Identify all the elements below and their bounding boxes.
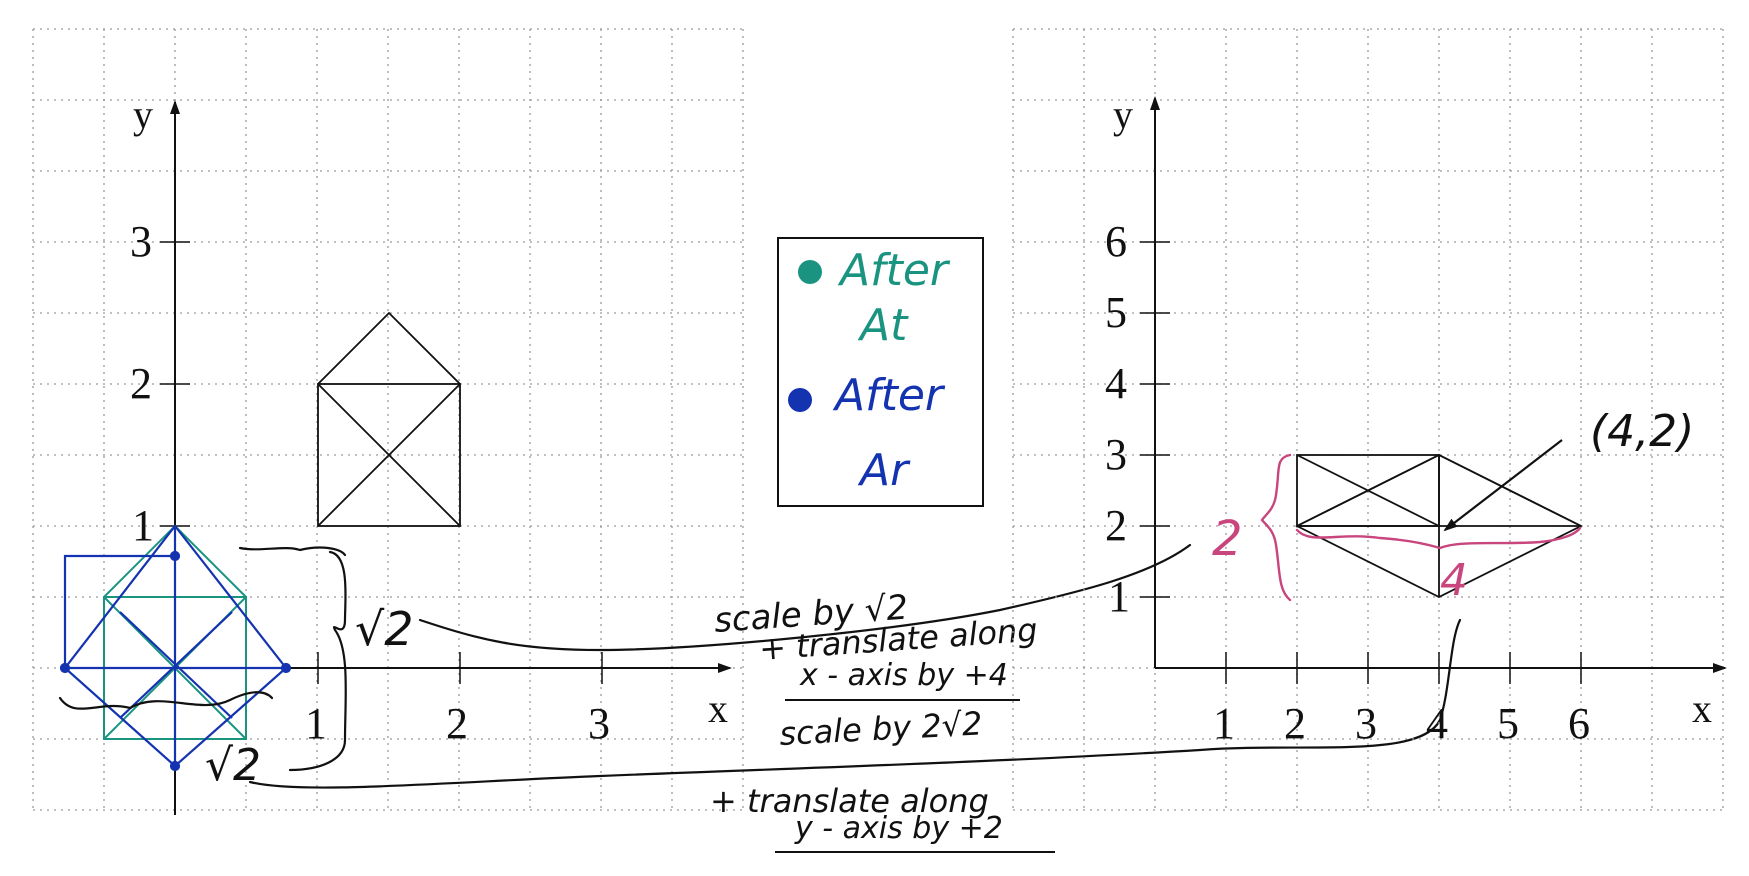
right-y-tick-6: 6 <box>1105 217 1127 266</box>
right-y-tick-2: 2 <box>1105 501 1127 550</box>
left-brace-annotations <box>58 543 1462 789</box>
point-label: (4,2) <box>1590 406 1694 457</box>
note-upper-translate-2: x - axis by +4 <box>799 658 1008 693</box>
height-label: 2 <box>1212 511 1243 567</box>
blue-rotated-shape <box>59 524 292 772</box>
sqrt2-lower-label: √2 <box>205 740 261 791</box>
right-axis-ticks <box>1140 241 1582 684</box>
legend-item2-line1: After <box>832 370 946 421</box>
note-lower-translate-2: y - axis by +2 <box>794 811 1003 846</box>
left-graph: y x 1 2 3 1 2 3 <box>32 28 1462 815</box>
left-grid <box>32 28 744 811</box>
note-lower-translate-1: + translate along <box>710 782 989 820</box>
legend-box: After At After Ar <box>777 237 984 507</box>
final-transformed-shape <box>1294 453 1584 599</box>
original-house-shape <box>317 311 461 527</box>
left-x-tick-2: 2 <box>446 699 468 748</box>
legend-item1-line2: At <box>857 300 909 351</box>
right-y-tick-5: 5 <box>1105 288 1127 337</box>
legend-item2-line2: Ar <box>857 445 911 496</box>
right-y-tick-3: 3 <box>1105 430 1127 479</box>
left-y-tick-2: 2 <box>130 359 152 408</box>
legend-teal-dot <box>798 260 822 284</box>
left-x-tick-3: 3 <box>588 699 610 748</box>
left-y-tick-3: 3 <box>130 217 152 266</box>
sqrt2-upper-label: √2 <box>355 602 414 656</box>
right-x-tick-6: 6 <box>1568 699 1590 748</box>
left-x-tick-1: 1 <box>305 699 327 748</box>
width-label: 4 <box>1440 555 1468 606</box>
right-x-tick-5: 5 <box>1497 699 1519 748</box>
transformation-notes: scale by √2 + translate along x - axis b… <box>710 588 1055 853</box>
right-x-tick-3: 3 <box>1355 699 1377 748</box>
legend-item1-line1: After <box>837 245 951 296</box>
right-x-axis-name: x <box>1692 686 1712 731</box>
magenta-annotations <box>1260 453 1582 602</box>
point-arrow <box>1443 439 1563 532</box>
right-x-tick-4: 4 <box>1426 699 1448 748</box>
left-y-tick-1: 1 <box>132 501 154 550</box>
right-y-tick-4: 4 <box>1105 359 1127 408</box>
left-y-axis-name: y <box>133 92 153 137</box>
right-graph: y x 1 2 3 4 5 6 1 2 3 4 5 6 2 4 ( <box>1012 28 1727 811</box>
right-x-tick-2: 2 <box>1284 699 1306 748</box>
left-x-axis-name: x <box>708 686 728 731</box>
legend-blue-dot <box>788 388 812 412</box>
right-y-axis-name: y <box>1113 92 1133 137</box>
right-x-tick-1: 1 <box>1213 699 1235 748</box>
note-lower-rule: scale by 2√2 <box>778 704 983 753</box>
right-y-tick-1: 1 <box>1108 572 1130 621</box>
